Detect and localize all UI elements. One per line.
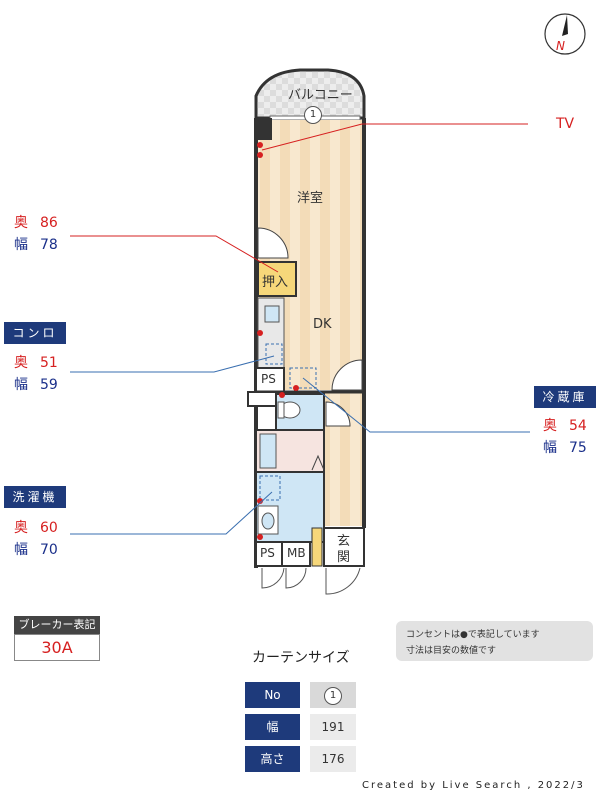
closet-door-swing [257, 227, 289, 259]
dk-door-swing [331, 359, 363, 391]
balcony-number-badge: 1 [304, 106, 322, 124]
stove-tag: コンロ [4, 322, 66, 344]
ps-bottom-label: PS [260, 546, 275, 560]
outlet [279, 392, 285, 398]
washer-spot [259, 475, 281, 501]
washer-callout-line [70, 491, 273, 535]
outlet [257, 142, 263, 148]
fridge-tag: 冷蔵庫 [534, 386, 596, 408]
curtain-no-badge: 1 [324, 686, 342, 705]
compass-icon: N [544, 13, 586, 55]
compass-n-label: N [556, 39, 565, 53]
mb-label: MB [287, 546, 306, 560]
mb-box [281, 541, 311, 567]
closet [257, 261, 297, 297]
washer-tag: 洗濯機 [4, 486, 66, 508]
legend-note: コンセントは●で表記しています 寸法は目安の数値です [396, 621, 593, 661]
entrance-box [323, 527, 365, 567]
tv-callout-line [261, 123, 363, 151]
western-room-label: 洋室 [297, 191, 324, 206]
shoe-cabinet [311, 527, 323, 567]
curtain-height-val: 176 [310, 746, 356, 772]
curtain-width-key: 幅 [245, 714, 300, 740]
curtain-width-val: 191 [310, 714, 356, 740]
credit-line: Created by Live Search , 2022/3 [362, 780, 585, 791]
tv-label: TV [556, 116, 575, 132]
balcony-number: 1 [304, 102, 322, 124]
closet-callout-line [70, 235, 279, 273]
kitchen-sink [264, 305, 280, 323]
entrance-label-1: 玄 [337, 534, 351, 549]
bottom-door-left [261, 567, 285, 589]
balcony [254, 68, 366, 120]
wall-protrusion [247, 391, 277, 407]
outlet [257, 152, 263, 158]
balcony-label: バルコニー [288, 88, 353, 103]
entrance-door-swing [325, 567, 361, 595]
compass: N [543, 12, 587, 56]
ps-bottom-box [255, 541, 283, 567]
entrance-label-2: 関 [337, 550, 351, 565]
fridge-spot [289, 367, 317, 389]
closet-label: 押入 [262, 275, 289, 290]
stove-spot [265, 343, 283, 365]
structural-column [256, 118, 272, 140]
legend-note-line1: コンセントは●で表記しています [406, 630, 540, 640]
bathtub [259, 433, 277, 469]
curtain-title: カーテンサイズ [252, 650, 350, 666]
dk-label: DK [313, 317, 332, 332]
curtain-no-val: 1 [310, 682, 356, 708]
breaker-title: ブレーカー表記 [14, 616, 100, 634]
outlet [257, 330, 263, 336]
stove-callout-line [70, 355, 275, 373]
outlets [257, 142, 299, 540]
outlet [257, 534, 263, 540]
fridge-callout-line [302, 377, 530, 433]
curtain-height-key: 高さ [245, 746, 300, 772]
outlet [293, 385, 299, 391]
breaker-value: 30A [14, 634, 100, 661]
ps-top-label: PS [261, 372, 276, 386]
legend-note-line2: 寸法は目安の数値です [406, 646, 497, 656]
outlet [257, 498, 263, 504]
curtain-no-key: No [245, 682, 300, 708]
